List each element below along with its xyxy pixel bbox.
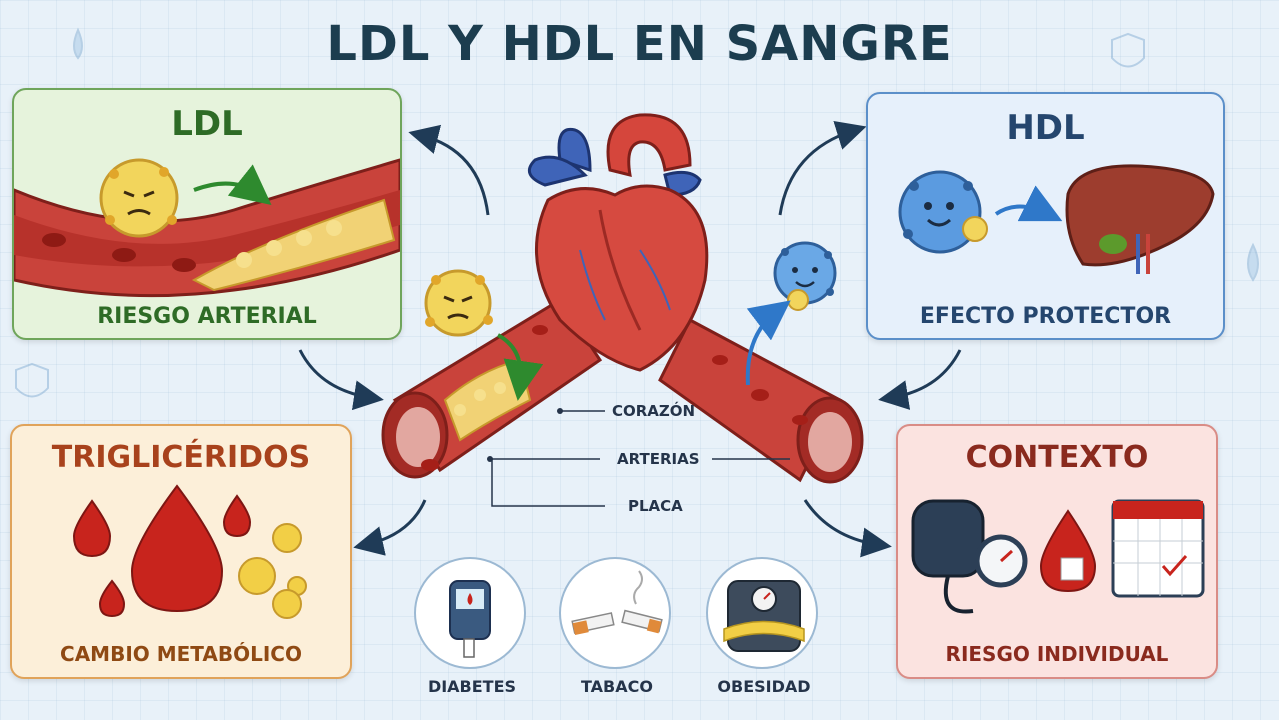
blood-drop-sugar-icon [1039,509,1097,593]
hdl-title: HDL [1006,108,1085,148]
risk-label-obesidad: OBESIDAD [717,677,811,696]
blood-pressure-cuff-icon [911,499,1028,614]
trigliceridos-panel: TRIGLICÉRIDOS CAMBIO METABÓLICO [10,424,352,679]
calendar-icon [1111,499,1205,598]
hdl-particle [898,170,982,254]
glucometer-icon [449,580,491,658]
left-artery [381,297,603,479]
risk-label-diabetes: DIABETES [427,677,517,696]
right-artery [658,317,864,484]
risk-factor-diabetes [414,557,526,669]
ldl-artery-illustration [14,158,400,298]
risk-factor-obesidad [706,557,818,669]
label-corazon: CORAZÓN [612,402,696,420]
scale-icon [723,580,805,652]
hdl-caption: EFECTO PROTECTOR [919,304,1172,329]
heart-illustration [527,113,709,372]
contexto-caption: RIESGO INDIVIDUAL [945,642,1169,666]
risk-label-tabaco: TABACO [581,677,653,696]
ldl-title: LDL [171,104,243,144]
blood-drop-icon [222,494,252,538]
connector-arrows [298,120,962,558]
ldl-caption: RIESGO ARTERIAL [97,304,317,329]
blood-drops-illustration [72,484,307,619]
ldl-particle-center [424,269,493,337]
ldl-panel: LDL RIESGO ARTERIAL [12,88,402,340]
contexto-title: CONTEXTO [965,440,1149,475]
hdl-particle-center [773,241,837,311]
decorative-icons [15,27,1259,398]
contexto-panel: CONTEXTO RIESGO INDIVIDUAL [896,424,1218,679]
risk-factor-tabaco [559,557,671,669]
page-title: LDL Y HDL EN SANGRE [326,16,953,72]
blood-drop-icon [98,579,126,618]
broken-cigarette-icon [571,570,663,635]
hdl-liver-illustration [898,164,1215,274]
hdl-panel: HDL EFECTO PROTECTOR [866,92,1225,340]
leader-lines [487,408,790,507]
trigliceridos-title: TRIGLICÉRIDOS [51,440,311,475]
label-placa: PLACA [628,497,683,515]
trigliceridos-caption: CAMBIO METABÓLICO [60,642,302,666]
label-arterias: ARTERIAS [617,450,700,468]
contexto-illustration [911,499,1205,614]
blood-drop-icon [72,499,112,558]
ldl-particle [99,158,179,238]
blood-drop-icon [130,484,224,613]
